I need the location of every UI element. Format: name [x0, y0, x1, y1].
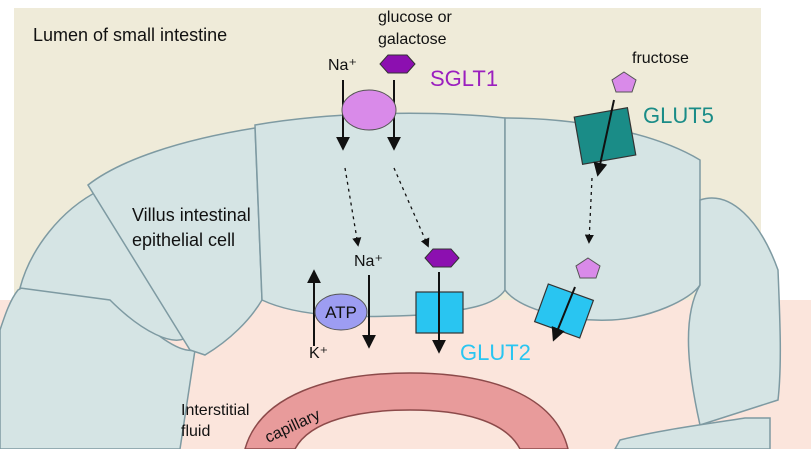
- right-lower-cell: [687, 197, 782, 426]
- sugar-label-line2: galactose: [378, 31, 447, 48]
- glut2-transporter: [415, 272, 464, 354]
- na-k-atpase-pump: [307, 269, 376, 349]
- na-top-label: Na⁺: [328, 57, 357, 74]
- glut5-label: GLUT5: [643, 103, 714, 128]
- center-cell: [254, 112, 506, 318]
- atp-ellipse: [314, 293, 368, 331]
- epithelial-cells: [0, 112, 782, 449]
- sugar-label-line1: glucose or: [378, 9, 452, 26]
- sglt1-label: SGLT1: [430, 66, 498, 91]
- right-bottom-cell: [614, 417, 771, 449]
- na-mid-label: Na⁺: [354, 253, 383, 270]
- capillary: [244, 372, 569, 449]
- cell-label-line1: Villus intestinal: [132, 205, 251, 225]
- glucose-hexagon-icon-inside: [424, 248, 460, 268]
- fructose-pentagon-icon-inside: [575, 257, 601, 279]
- atp-label: ATP: [325, 303, 357, 322]
- k-label: K⁺: [309, 345, 328, 362]
- interstitial-label-line1: Interstitial: [181, 402, 249, 419]
- na-diffusion-arrow: [344, 167, 362, 247]
- glucose-hexagon-icon: [379, 54, 416, 74]
- sglt1-transporter: [336, 80, 401, 151]
- interstitial-label-line2: fluid: [181, 423, 210, 440]
- lumen-label: Lumen of small intestine: [33, 25, 227, 45]
- fructose-label: fructose: [632, 50, 689, 67]
- glut2-transporter-right: [533, 283, 595, 342]
- glut5-transporter: [573, 99, 637, 177]
- cell-label-line2: epithelial cell: [132, 230, 235, 250]
- fructose-pentagon-icon: [611, 71, 637, 93]
- glut2-label: GLUT2: [460, 340, 531, 365]
- glucose-diffusion-arrow: [393, 167, 430, 248]
